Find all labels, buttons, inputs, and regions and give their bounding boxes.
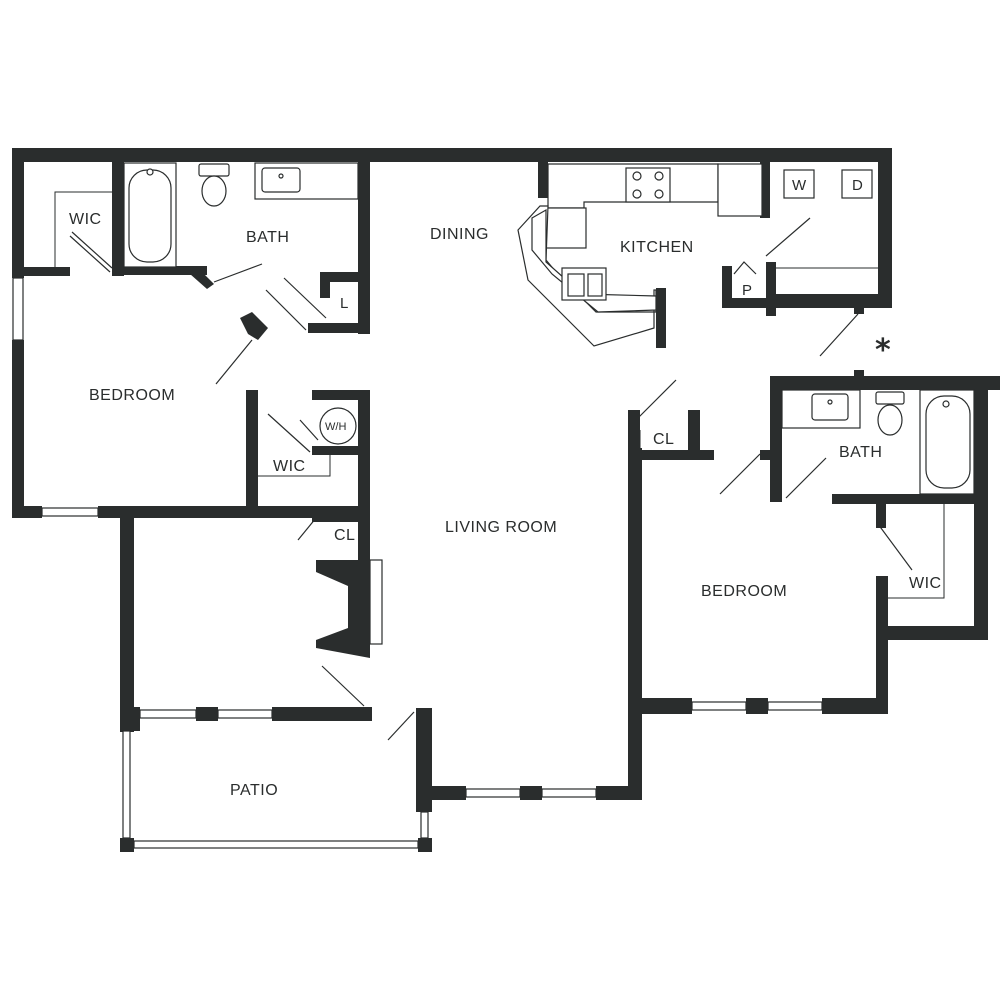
room-label-kitchen: KITCHEN <box>620 239 694 256</box>
room-label-pantry: P <box>742 282 752 299</box>
room-label-living-room: LIVING ROOM <box>445 519 557 536</box>
room-label-closet-right: CL <box>653 431 674 448</box>
room-label-water-heater: W/H <box>325 421 346 433</box>
room-label-wic-left: WIC <box>69 211 102 228</box>
room-label-dining: DINING <box>430 226 489 243</box>
fixtures <box>54 162 975 645</box>
room-label-bath-left: BATH <box>246 229 289 246</box>
doors <box>69 217 913 741</box>
room-label-closet-center: CL <box>334 527 355 544</box>
room-label-washer: W <box>792 177 807 194</box>
walls <box>12 148 1000 852</box>
room-label-bath-right: BATH <box>839 444 882 461</box>
room-labels: WIC BATH DINING KITCHEN BEDROOM L W/H WI… <box>69 177 942 799</box>
room-label-bedroom-right: BEDROOM <box>701 583 787 600</box>
asterisk-marker: * <box>875 333 891 368</box>
room-label-laundry: L <box>340 295 348 312</box>
windows <box>12 277 823 849</box>
room-label-wic-center: WIC <box>273 458 306 475</box>
room-label-bedroom-left: BEDROOM <box>89 387 175 404</box>
room-label-wic-right: WIC <box>909 575 942 592</box>
room-label-dryer: D <box>852 177 863 194</box>
room-label-patio: PATIO <box>230 782 278 799</box>
